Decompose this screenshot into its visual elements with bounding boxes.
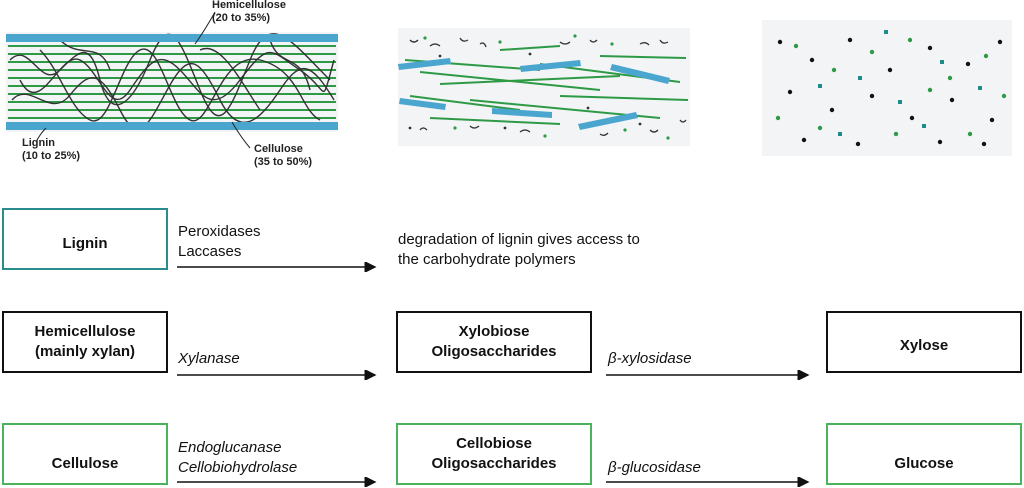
beta-xylosidase-arrow [606, 370, 810, 380]
lignin-arrow [177, 262, 377, 272]
lignin-box: Lignin [2, 208, 168, 270]
xylose-box: Xylose [826, 311, 1022, 373]
hemicellulose-label: Hemicellulose (20 to 35%) [212, 0, 286, 24]
lignin-label: Lignin (10 to 25%) [22, 137, 81, 162]
lignin-note: degradation of lignin gives access to th… [398, 231, 640, 268]
lignin-enzymes: Peroxidases Laccases [178, 223, 261, 260]
cellulase-arrow [177, 477, 377, 487]
cellulose-box: Cellulose [2, 423, 168, 485]
cellulase-enzymes: Endoglucanase Cellobiohydrolase [178, 439, 298, 476]
xylobiose-box: Xylobiose Oligosaccharides [396, 311, 592, 373]
intact-fiber-panel [6, 11, 338, 149]
disrupted-fiber-panel [398, 28, 690, 146]
monomer-panel [762, 20, 1012, 156]
lignocellulose-structure [6, 11, 1012, 156]
beta-glucosidase-arrow [606, 477, 810, 487]
beta-glucosidase-label: β-glucosidase [608, 459, 701, 476]
glucose-box: Glucose [826, 423, 1022, 485]
hemicellulose-box: Hemicellulose (mainly xylan) [2, 311, 168, 373]
cellulose-label: Cellulose (35 to 50%) [254, 143, 313, 168]
xylanase-label: Xylanase [178, 350, 240, 367]
beta-xylosidase-label: β-xylosidase [608, 350, 692, 367]
xylanase-arrow [177, 370, 377, 380]
cellobiose-box: Cellobiose Oligosaccharides [396, 423, 592, 485]
